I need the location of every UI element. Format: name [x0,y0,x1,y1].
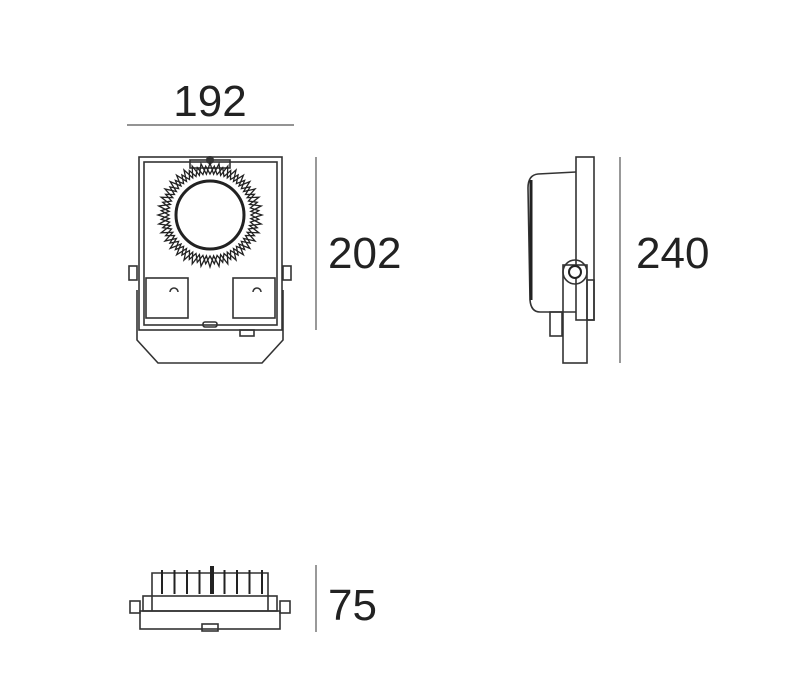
width-dimension-label: 192 [173,77,246,126]
pivot-screw [568,265,582,279]
heatsink-fins [161,566,263,594]
right-knob [279,600,291,614]
side-height-dimension-label: 240 [636,229,709,278]
star-ring-0 [155,160,265,270]
back-plate [575,156,595,321]
left-box [145,277,189,319]
cable-gland [239,329,255,337]
lens-circle [174,179,246,251]
side-view: 240 [527,156,709,364]
led-lens-ring [155,160,265,270]
mounting-bracket [136,290,284,364]
side-gland [549,311,563,337]
bottom-clip [201,623,219,632]
right-pivot [282,265,292,281]
right-box [232,277,276,319]
front-view: 192 202 [127,77,401,364]
bottom-frame [142,595,278,612]
top-screw [206,156,214,164]
star-ring-1 [159,164,261,266]
pivot-outer [562,259,588,285]
hook-icon [169,287,262,293]
side-body [527,171,577,313]
left-knob [129,600,141,614]
depth-dimension-label: 75 [328,581,377,630]
back-tab [586,279,595,321]
bottom-view: 75 [129,565,377,632]
slot [202,321,218,328]
left-pivot [128,265,138,281]
height-dimension-label: 202 [328,229,401,278]
bottom-base [139,610,281,630]
